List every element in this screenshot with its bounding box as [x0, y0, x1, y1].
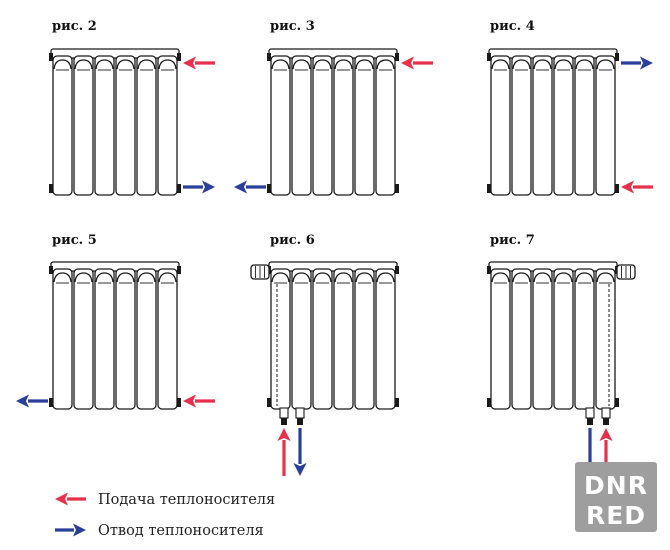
figure-label: рис. 5 [52, 233, 97, 248]
radiator-section [136, 55, 157, 196]
radiator [49, 48, 181, 196]
plug [615, 184, 619, 193]
radiator [267, 261, 399, 410]
radiator-section [312, 268, 333, 410]
radiator-section [73, 268, 94, 410]
watermark-line-1: DNR [584, 471, 648, 500]
figure-label: рис. 7 [490, 233, 535, 248]
figure-3: рис. 4 [487, 19, 653, 196]
return-arrow-icon [621, 56, 653, 70]
plug [177, 398, 181, 407]
radiator [49, 261, 181, 410]
supply-arrow-icon [55, 492, 86, 506]
radiator-section [574, 55, 595, 196]
radiator-section [490, 55, 511, 196]
radiator-section [375, 268, 396, 410]
radiator-section [157, 268, 178, 410]
plug [615, 398, 619, 407]
radiator-section [375, 55, 396, 196]
radiator-section [291, 55, 312, 196]
return-arrow-icon [16, 394, 48, 408]
radiator-section [532, 268, 553, 410]
radiator-section [511, 268, 532, 410]
thermostatic-valve-icon [250, 264, 278, 406]
radiator-section [595, 268, 616, 410]
supply-arrow-icon [621, 180, 653, 194]
figure-2: рис. 3 [234, 19, 433, 196]
watermark: DNR RED [575, 462, 657, 532]
return-arrow-icon [55, 523, 86, 537]
plug [395, 398, 399, 407]
plug [487, 398, 491, 407]
radiator-section [312, 55, 333, 196]
plug [267, 184, 271, 193]
legend-return: Отвод теплоносителя [55, 523, 264, 539]
supply-arrow-icon [277, 428, 291, 476]
radiator-section [553, 268, 574, 410]
radiator-section [52, 268, 73, 410]
supply-arrow-icon [183, 394, 215, 408]
supply-arrow-icon [183, 56, 215, 70]
radiator-section [574, 268, 595, 410]
radiator [267, 48, 399, 196]
radiator-section [490, 268, 511, 410]
supply-arrow-icon [401, 56, 433, 70]
legend-supply-label: Подача теплоносителя [98, 492, 275, 508]
plug [395, 184, 399, 193]
radiator-section [270, 268, 291, 410]
figure-label: рис. 4 [490, 19, 535, 34]
plug [267, 398, 271, 407]
figure-4: рис. 5 [16, 233, 215, 410]
return-arrow-icon [183, 180, 215, 194]
radiator-section [553, 55, 574, 196]
radiator-section [333, 55, 354, 196]
figure-label: рис. 3 [270, 19, 315, 34]
radiator-section [52, 55, 73, 196]
plug [177, 184, 181, 193]
thermostatic-valve-icon [608, 264, 636, 406]
return-arrow-icon [234, 180, 266, 194]
radiator-section [94, 268, 115, 410]
figure-6: рис. 7 [487, 233, 636, 476]
radiator-section [532, 55, 553, 196]
radiator-section [595, 55, 616, 196]
radiator-section [354, 268, 375, 410]
legend-return-label: Отвод теплоносителя [98, 523, 264, 539]
figure-label: рис. 2 [52, 19, 97, 34]
radiator-section [73, 55, 94, 196]
radiator-section [115, 55, 136, 196]
plug [487, 184, 491, 193]
plug [49, 398, 53, 407]
legend-supply: Подача теплоносителя [55, 492, 275, 508]
radiator-section [354, 55, 375, 196]
bottom-connector-icon [279, 407, 305, 425]
radiator [487, 48, 619, 196]
radiator-section [333, 268, 354, 410]
return-arrow-icon [293, 428, 307, 476]
legend: Подача теплоносителя Отвод теплоносителя [55, 492, 275, 539]
radiator-section [511, 55, 532, 196]
radiator-section [136, 268, 157, 410]
return-arrow-shape [55, 523, 86, 537]
radiator-section [94, 55, 115, 196]
radiator-section [115, 268, 136, 410]
watermark-background [575, 462, 657, 532]
radiator [487, 261, 619, 410]
figure-5: рис. 6 [250, 233, 399, 476]
radiator-section [270, 55, 291, 196]
radiator-section [157, 55, 178, 196]
bottom-connector-icon [585, 407, 611, 425]
plug [49, 184, 53, 193]
figure-label: рис. 6 [270, 233, 315, 248]
watermark-line-2: RED [586, 501, 646, 530]
radiator-section [291, 268, 312, 410]
supply-arrow-shape [55, 492, 86, 506]
figure-1: рис. 2 [49, 19, 215, 196]
